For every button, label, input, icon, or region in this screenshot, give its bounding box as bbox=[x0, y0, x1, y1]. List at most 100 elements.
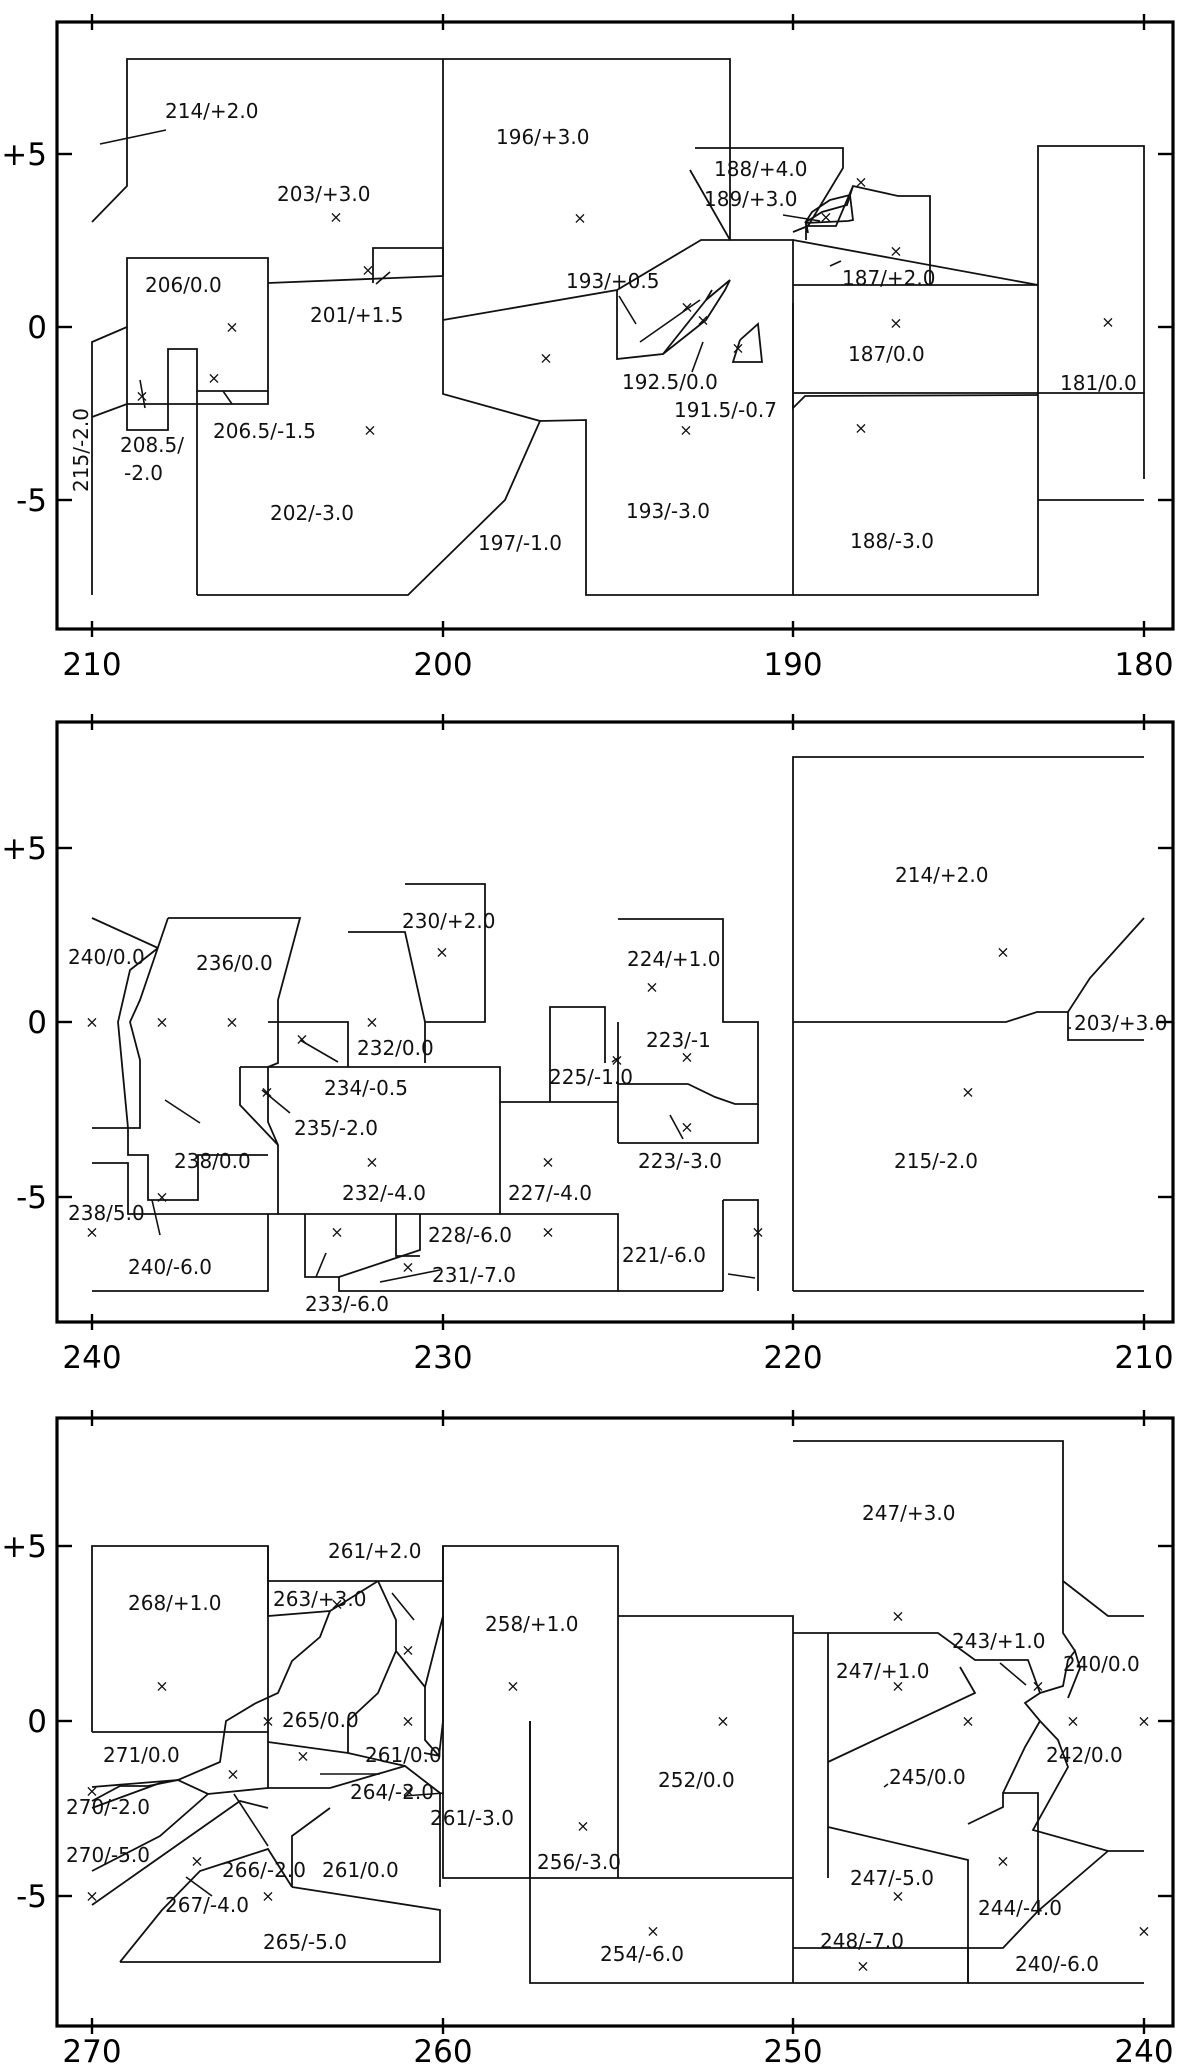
region-label: 231/-7.0 bbox=[432, 1263, 516, 1287]
sample-marker: × bbox=[854, 173, 867, 192]
y-tick-label: 0 bbox=[27, 1704, 47, 1740]
sample-marker: × bbox=[1137, 1922, 1150, 1941]
x-axis: 210 200 190 180 bbox=[62, 14, 1174, 683]
sample-marker: × bbox=[854, 419, 867, 438]
x-tick-label: 220 bbox=[763, 1340, 822, 1376]
sample-marker: × bbox=[261, 1712, 274, 1731]
sample-marker: × bbox=[996, 943, 1009, 962]
region-label: 235/-2.0 bbox=[294, 1116, 378, 1140]
sample-marker: × bbox=[1137, 1712, 1150, 1731]
sample-marker: × bbox=[225, 318, 238, 337]
region-label: 240/0.0 bbox=[1063, 1652, 1140, 1676]
x-tick-label: 210 bbox=[1114, 1340, 1173, 1376]
region-label: 243/+1.0 bbox=[952, 1629, 1045, 1653]
x-axis: 270 260 250 240 bbox=[62, 1410, 1174, 2070]
x-tick-label: 200 bbox=[413, 647, 472, 683]
sample-markers: × × × × × × × × × × × × × × × × × × bbox=[135, 173, 1114, 440]
sample-marker: × bbox=[295, 1030, 308, 1049]
sample-marker: × bbox=[296, 1747, 309, 1766]
sample-marker: × bbox=[891, 1607, 904, 1626]
region-label: 193/-3.0 bbox=[626, 499, 710, 523]
region-boundaries bbox=[91, 1440, 1144, 1984]
sample-marker: × bbox=[541, 1153, 554, 1172]
sample-marker: × bbox=[610, 1051, 623, 1070]
region-label: 261/-3.0 bbox=[430, 1806, 514, 1830]
sample-marker: × bbox=[996, 1852, 1009, 1871]
region-label: 270/-5.0 bbox=[66, 1843, 150, 1867]
region-label: 265/-5.0 bbox=[263, 1930, 347, 1954]
region-label: 215/-2.0 bbox=[69, 408, 93, 492]
sample-marker: × bbox=[1031, 1677, 1044, 1696]
region-label: 261/0.0 bbox=[322, 1858, 399, 1882]
x-tick-label: 180 bbox=[1114, 647, 1173, 683]
y-tick-label: +5 bbox=[1, 137, 47, 173]
sample-marker: × bbox=[226, 1765, 239, 1784]
sample-marker: × bbox=[261, 1887, 274, 1906]
region-label: 254/-6.0 bbox=[600, 1942, 684, 1966]
region-label: 214/+2.0 bbox=[895, 863, 988, 887]
region-label: 268/+1.0 bbox=[128, 1591, 221, 1615]
region-label: 247/-5.0 bbox=[850, 1866, 934, 1890]
panel-frame bbox=[55, 1416, 1175, 2028]
sample-marker: × bbox=[401, 1712, 414, 1731]
sample-marker: × bbox=[260, 1083, 273, 1102]
x-tick-label: 270 bbox=[62, 2034, 121, 2070]
sample-marker: × bbox=[329, 208, 342, 227]
x-tick-label: 260 bbox=[413, 2034, 472, 2070]
region-label: 267/-4.0 bbox=[165, 1893, 249, 1917]
region-label: 193/+0.5 bbox=[566, 269, 659, 293]
region-label: 221/-6.0 bbox=[622, 1243, 706, 1267]
region-label: 196/+3.0 bbox=[496, 125, 589, 149]
region-label: 234/-0.5 bbox=[324, 1076, 408, 1100]
region-label: 224/+1.0 bbox=[627, 947, 720, 971]
sample-marker: × bbox=[1101, 313, 1114, 332]
sample-marker: × bbox=[85, 1223, 98, 1242]
region-label: 192.5/0.0 bbox=[622, 370, 718, 394]
region-label: 208.5/ bbox=[120, 433, 184, 457]
region-label: 244/-4.0 bbox=[978, 1896, 1062, 1920]
region-label: 248/-7.0 bbox=[820, 1929, 904, 1953]
region-labels: 247/+3.0 261/+2.0 268/+1.0 263/+3.0 258/… bbox=[66, 1501, 1140, 1976]
sample-marker: × bbox=[541, 1223, 554, 1242]
y-axis: +5 0 -5 bbox=[1, 137, 1173, 519]
region-label: 187/+2.0 bbox=[842, 266, 935, 290]
leader-lines bbox=[185, 1592, 1027, 1897]
x-tick-label: 240 bbox=[62, 1340, 121, 1376]
sample-markers: × × × × × × × × × × × × × × × × × × × × … bbox=[85, 1595, 1150, 1976]
region-label: 191.5/-0.7 bbox=[674, 398, 777, 422]
region-label: 245/0.0 bbox=[889, 1765, 966, 1789]
region-label: 228/-6.0 bbox=[428, 1223, 512, 1247]
sample-marker: × bbox=[716, 1712, 729, 1731]
region-label: 197/-1.0 bbox=[478, 531, 562, 555]
sample-marker: × bbox=[155, 1013, 168, 1032]
region-label: 261/0.0 bbox=[365, 1743, 442, 1767]
y-tick-label: +5 bbox=[1, 1529, 47, 1565]
sample-marker: × bbox=[85, 1013, 98, 1032]
sample-marker: × bbox=[401, 1782, 414, 1801]
region-label: 230/+2.0 bbox=[402, 909, 495, 933]
sample-marker: × bbox=[889, 314, 902, 333]
region-label: 201/+1.5 bbox=[310, 303, 403, 327]
sample-marker: × bbox=[401, 1258, 414, 1277]
region-label: 215/-2.0 bbox=[894, 1149, 978, 1173]
region-labels: 214/+2.0 196/+3.0 188/+4.0 189/+3.0 203/… bbox=[69, 99, 1137, 555]
region-label: 189/+3.0 bbox=[704, 187, 797, 211]
region-label: 256/-3.0 bbox=[537, 1850, 621, 1874]
region-label: 188/-3.0 bbox=[850, 529, 934, 553]
sample-marker: × bbox=[696, 311, 709, 330]
panel-frame bbox=[55, 20, 1175, 631]
sample-marker: × bbox=[1066, 1712, 1079, 1731]
sample-marker: × bbox=[679, 421, 692, 440]
y-tick-label: -5 bbox=[16, 1180, 47, 1216]
y-axis: +5 0 -5 bbox=[1, 1529, 1173, 1915]
y-axis: +5 0 -5 bbox=[1, 831, 1173, 1216]
region-label: 233/-6.0 bbox=[305, 1292, 389, 1316]
region-label: 232/-4.0 bbox=[342, 1181, 426, 1205]
sample-marker: × bbox=[680, 1048, 693, 1067]
region-label: 181/0.0 bbox=[1060, 371, 1137, 395]
region-boundaries bbox=[91, 58, 1145, 596]
sample-marker: × bbox=[190, 1852, 203, 1871]
sample-marker: × bbox=[401, 1641, 414, 1660]
region-label: 238/0.0 bbox=[174, 1149, 251, 1173]
sample-marker: × bbox=[891, 1887, 904, 1906]
